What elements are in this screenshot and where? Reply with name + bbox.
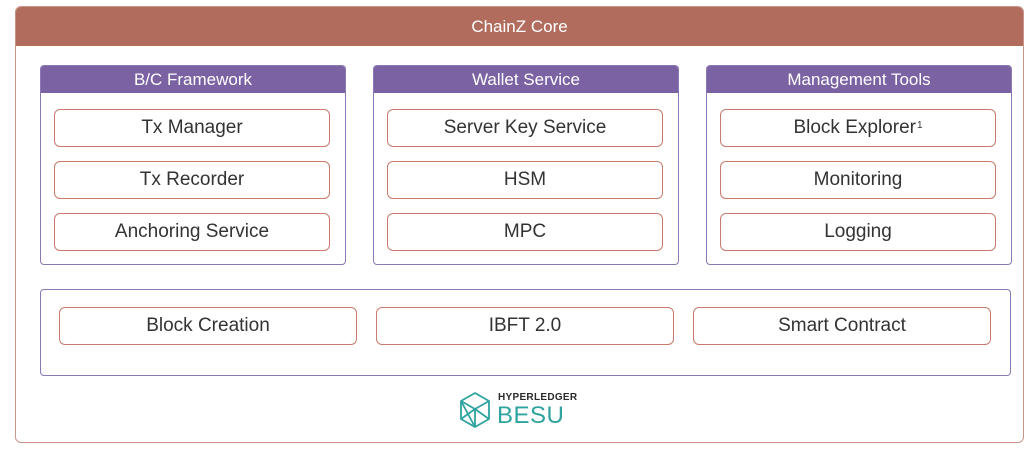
- hyperledger-besu-logo: HYPERLEDGER BESU: [456, 388, 596, 434]
- component-box: Smart Contract: [693, 307, 991, 345]
- component-box: Tx Recorder: [54, 161, 330, 199]
- footnote-marker: 1: [916, 119, 923, 131]
- component-label: Block Explorer: [793, 117, 916, 138]
- logo-besu-text: BESU: [497, 402, 565, 429]
- logo-hyperledger-text: HYPERLEDGER: [498, 392, 578, 403]
- consensus-layer-panel: Block Creation IBFT 2.0 Smart Contract: [40, 289, 1011, 376]
- component-box: IBFT 2.0: [376, 307, 674, 345]
- component-box: MPC: [387, 213, 663, 251]
- panel-title: Management Tools: [707, 66, 1011, 93]
- chainz-core-title: ChainZ Core: [16, 7, 1023, 46]
- component-box: Tx Manager: [54, 109, 330, 147]
- panel-title: Wallet Service: [374, 66, 678, 93]
- component-box: Monitoring: [720, 161, 996, 199]
- component-box: HSM: [387, 161, 663, 199]
- component-box: Server Key Service: [387, 109, 663, 147]
- component-box: Anchoring Service: [54, 213, 330, 251]
- component-box: Block Creation: [59, 307, 357, 345]
- component-box: Logging: [720, 213, 996, 251]
- hyperledger-besu-logo-icon: [460, 392, 490, 428]
- panel-title: B/C Framework: [41, 66, 345, 93]
- panel-wallet-service: Wallet Service Server Key Service HSM MP…: [373, 65, 679, 265]
- panel-bc-framework: B/C Framework Tx Manager Tx Recorder Anc…: [40, 65, 346, 265]
